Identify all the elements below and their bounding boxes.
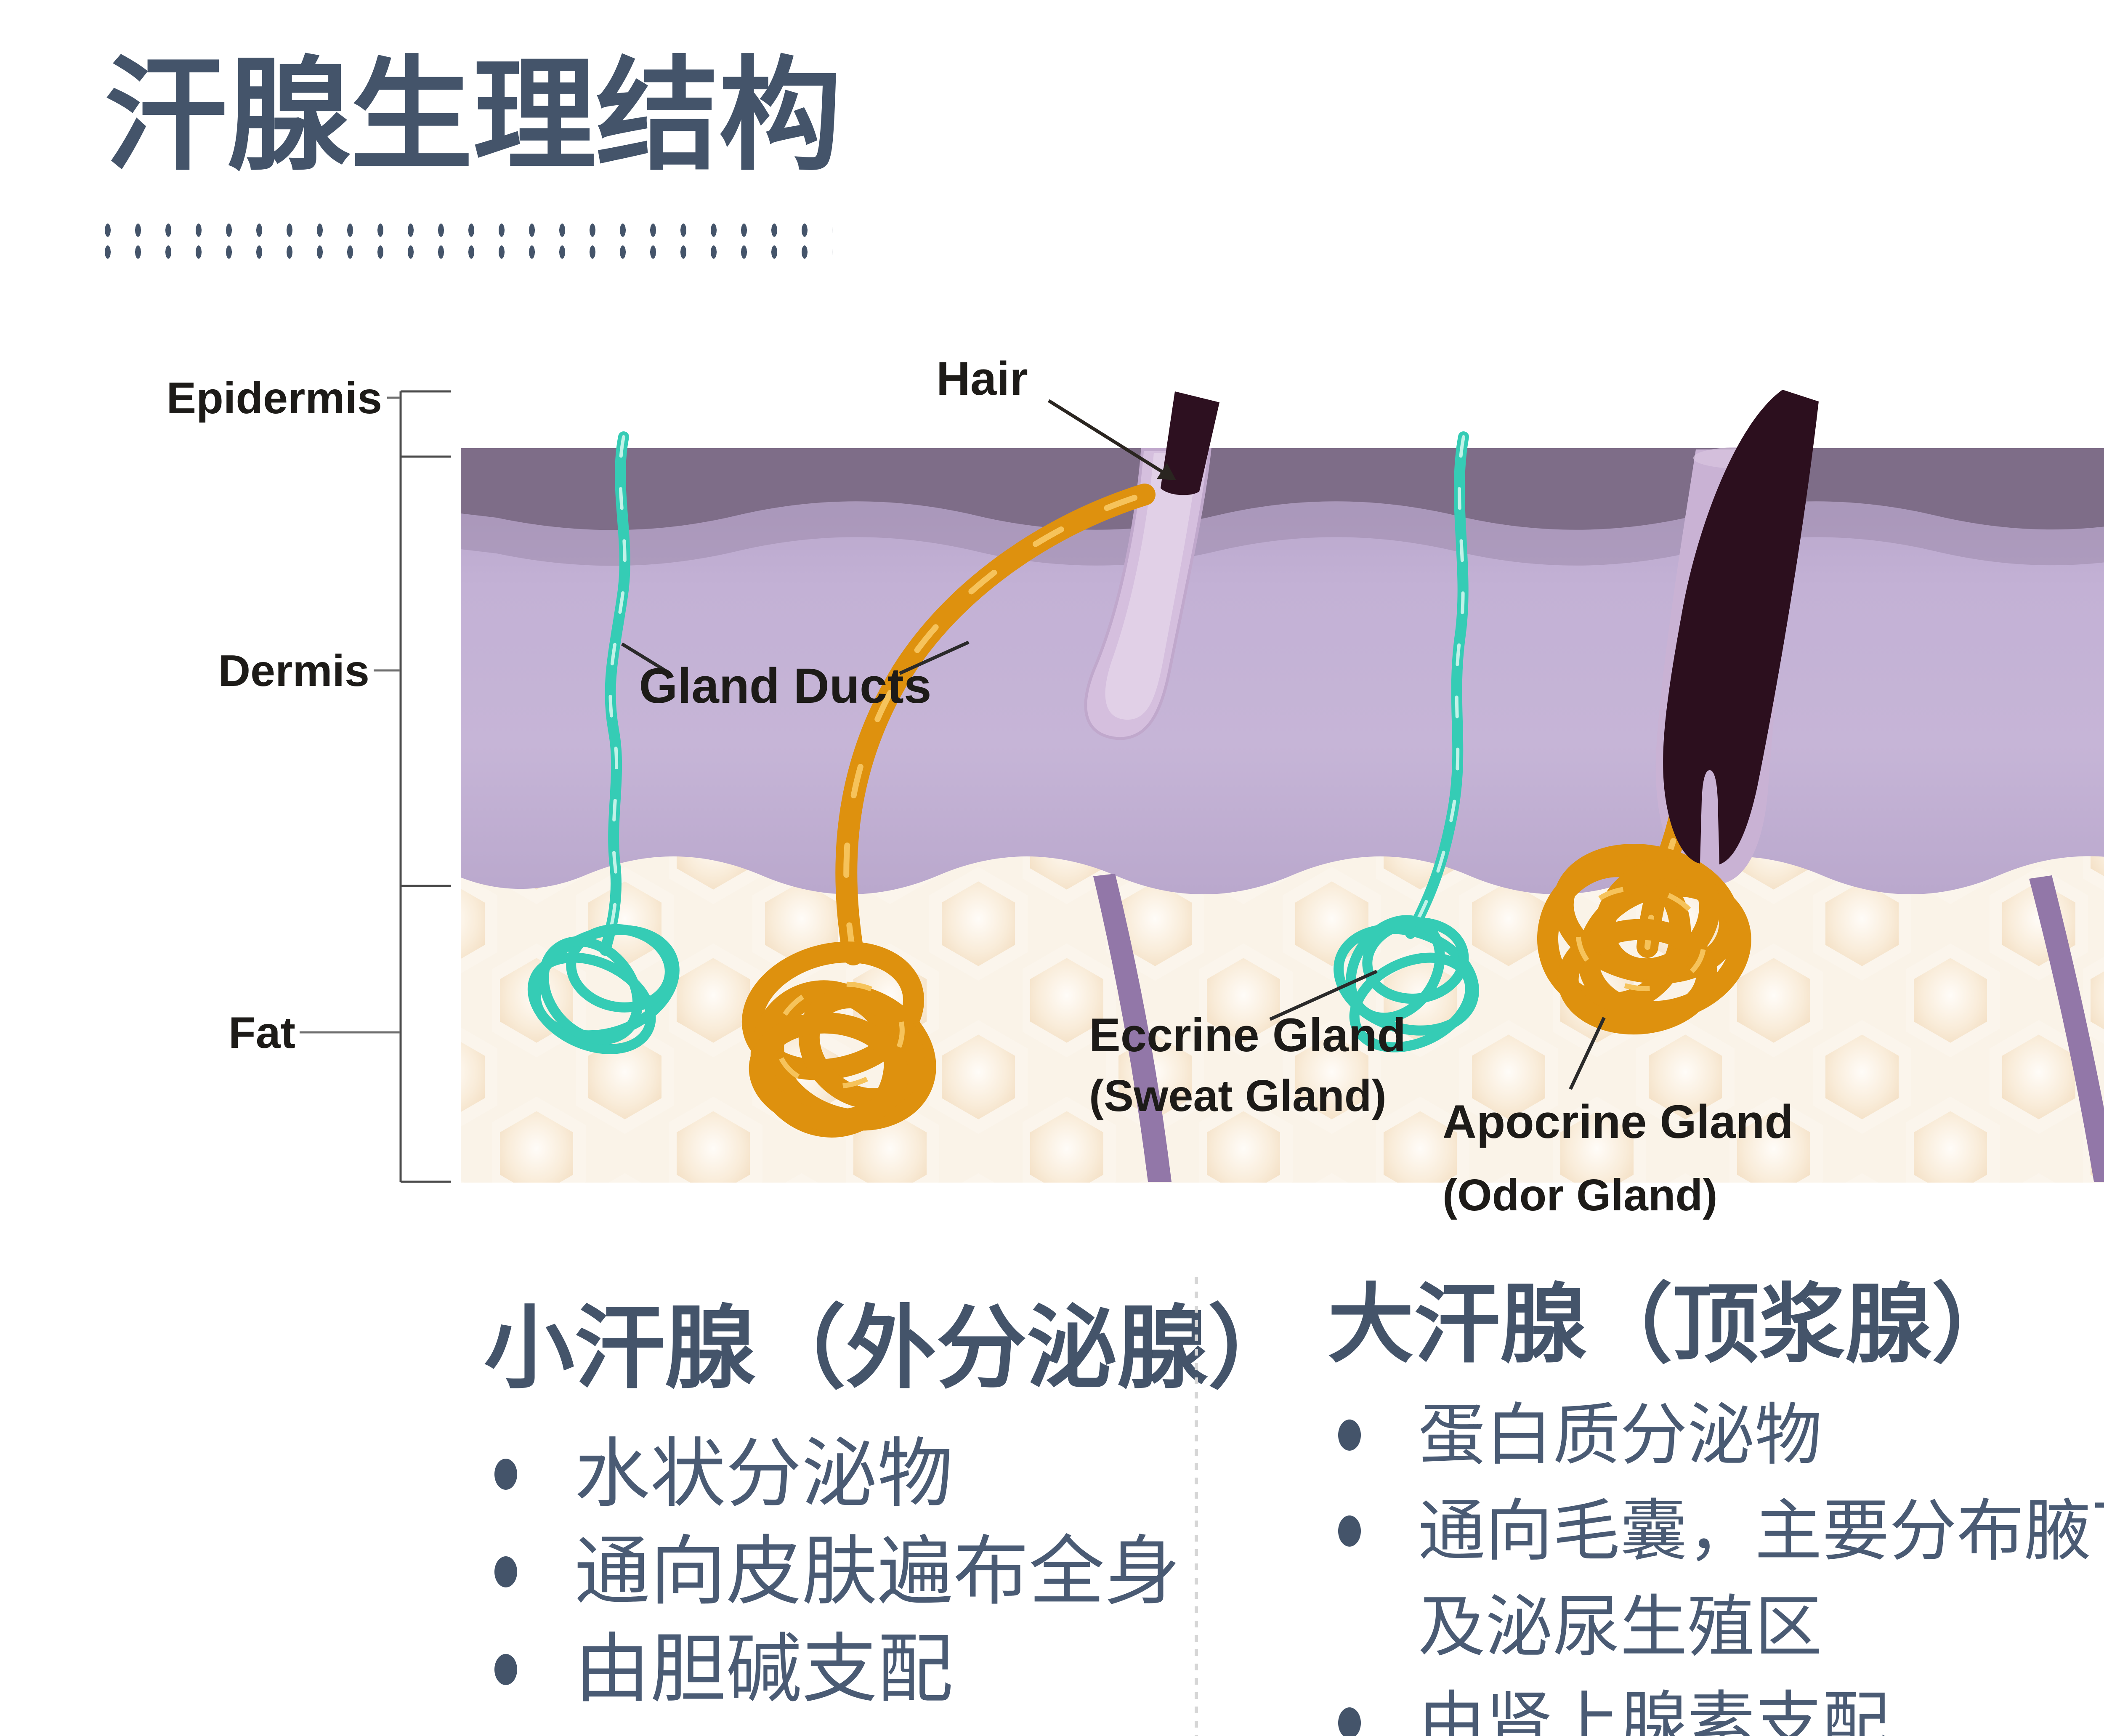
bullet-list: 蛋白质分泌物 通向毛囊，主要分布腋下及泌尿生殖区 由肾上腺素支配: [1328, 1387, 2104, 1736]
bullet-item: 由胆碱支配: [484, 1621, 1368, 1718]
gland-ducts-label: Gland Ducts: [639, 658, 932, 714]
fat-septum: [1093, 874, 1172, 1182]
apocrine-gland-coil-left: [741, 941, 936, 1138]
bullet-text: 水状分泌物: [574, 1432, 954, 1517]
bullet-dot-icon: [494, 1459, 517, 1490]
bullet-dot-icon: [494, 1556, 517, 1588]
bullet-text: 通向毛囊，主要分布腋下及泌尿生殖区: [1418, 1493, 2104, 1664]
fat-label: Fat: [228, 1008, 295, 1058]
fat-septum: [2029, 875, 2104, 1182]
bullet-item: 通向皮肤遍布全身: [484, 1523, 1368, 1621]
column-divider: [1195, 1277, 1198, 1736]
eccrine-gland-coil-right: [1334, 915, 1479, 1053]
eccrine-duct-left: [600, 431, 630, 956]
title-dots-decoration: [104, 245, 832, 259]
eccrine-gland-coil-left: [527, 924, 680, 1054]
bullet-dot-icon: [1338, 1707, 1361, 1736]
hair-leader-line: [1047, 399, 1167, 476]
bullet-text: 通向皮肤遍布全身: [574, 1529, 1181, 1614]
slide-title: 汗腺生理结构: [104, 47, 842, 184]
bullet-dot-icon: [1338, 1515, 1361, 1547]
apocrine-gland-coil-right: [1537, 844, 1751, 1035]
bullet-item: 由肾上腺素支配: [1328, 1675, 2104, 1736]
bullet-text: 由肾上腺素支配: [1418, 1685, 1890, 1736]
bullet-item: 蛋白质分泌物: [1328, 1387, 2104, 1483]
apocrine-gland-sublabel: (Odor Gland): [1443, 1170, 1718, 1220]
epidermis-label: Epidermis: [166, 373, 382, 423]
dermis-label: Dermis: [218, 646, 369, 696]
apocrine-leader-line: [1569, 1017, 1606, 1090]
layer-bracket: [399, 390, 451, 1183]
hair-shaft-right: [1663, 390, 1819, 864]
eccrine-leader-line: [1269, 970, 1378, 1021]
column-eccrine-summary: 小汗腺（外分泌腺） 水状分泌物 通向皮肤遍布全身 由胆碱支配: [484, 1296, 1368, 1718]
column-heading: 小汗腺（外分泌腺）: [484, 1297, 1298, 1399]
title-dots-decoration: [104, 223, 832, 237]
skin-anatomy-diagram: Epidermis Dermis Fat: [139, 349, 2104, 1267]
hair-arrowhead: [1157, 463, 1176, 480]
bullet-item: 通向毛囊，主要分布腋下及泌尿生殖区: [1328, 1483, 2104, 1675]
bullet-item: 水状分泌物: [484, 1425, 1368, 1523]
apocrine-coil-highlight: [774, 981, 905, 1089]
bullet-text: 蛋白质分泌物: [1418, 1397, 1822, 1473]
hair-shaft-left: [1161, 391, 1219, 495]
bullet-dot-icon: [494, 1654, 517, 1685]
bullet-dot-icon: [1338, 1419, 1361, 1451]
hair-follicle-left-inner: [1105, 453, 1198, 720]
eccrine-gland-label: Eccrine Gland: [1089, 1009, 1406, 1061]
gland-ducts-leaders: [621, 641, 970, 675]
bullet-text: 由胆碱支配: [574, 1627, 954, 1712]
eccrine-gland-sublabel: (Sweat Gland): [1089, 1071, 1387, 1121]
apocrine-gland-label: Apocrine Gland: [1443, 1095, 1793, 1148]
hair-label: Hair: [936, 352, 1028, 405]
layer-label-leaders: [300, 396, 400, 1034]
column-heading: 大汗腺（顶浆腺）: [1328, 1276, 2018, 1373]
eccrine-duct-right: [1405, 431, 1469, 939]
column-apocrine-summary: 大汗腺（顶浆腺） 蛋白质分泌物 通向毛囊，主要分布腋下及泌尿生殖区 由肾上腺素支…: [1328, 1275, 2104, 1736]
bullet-list: 水状分泌物 通向皮肤遍布全身 由胆碱支配: [484, 1425, 1368, 1718]
